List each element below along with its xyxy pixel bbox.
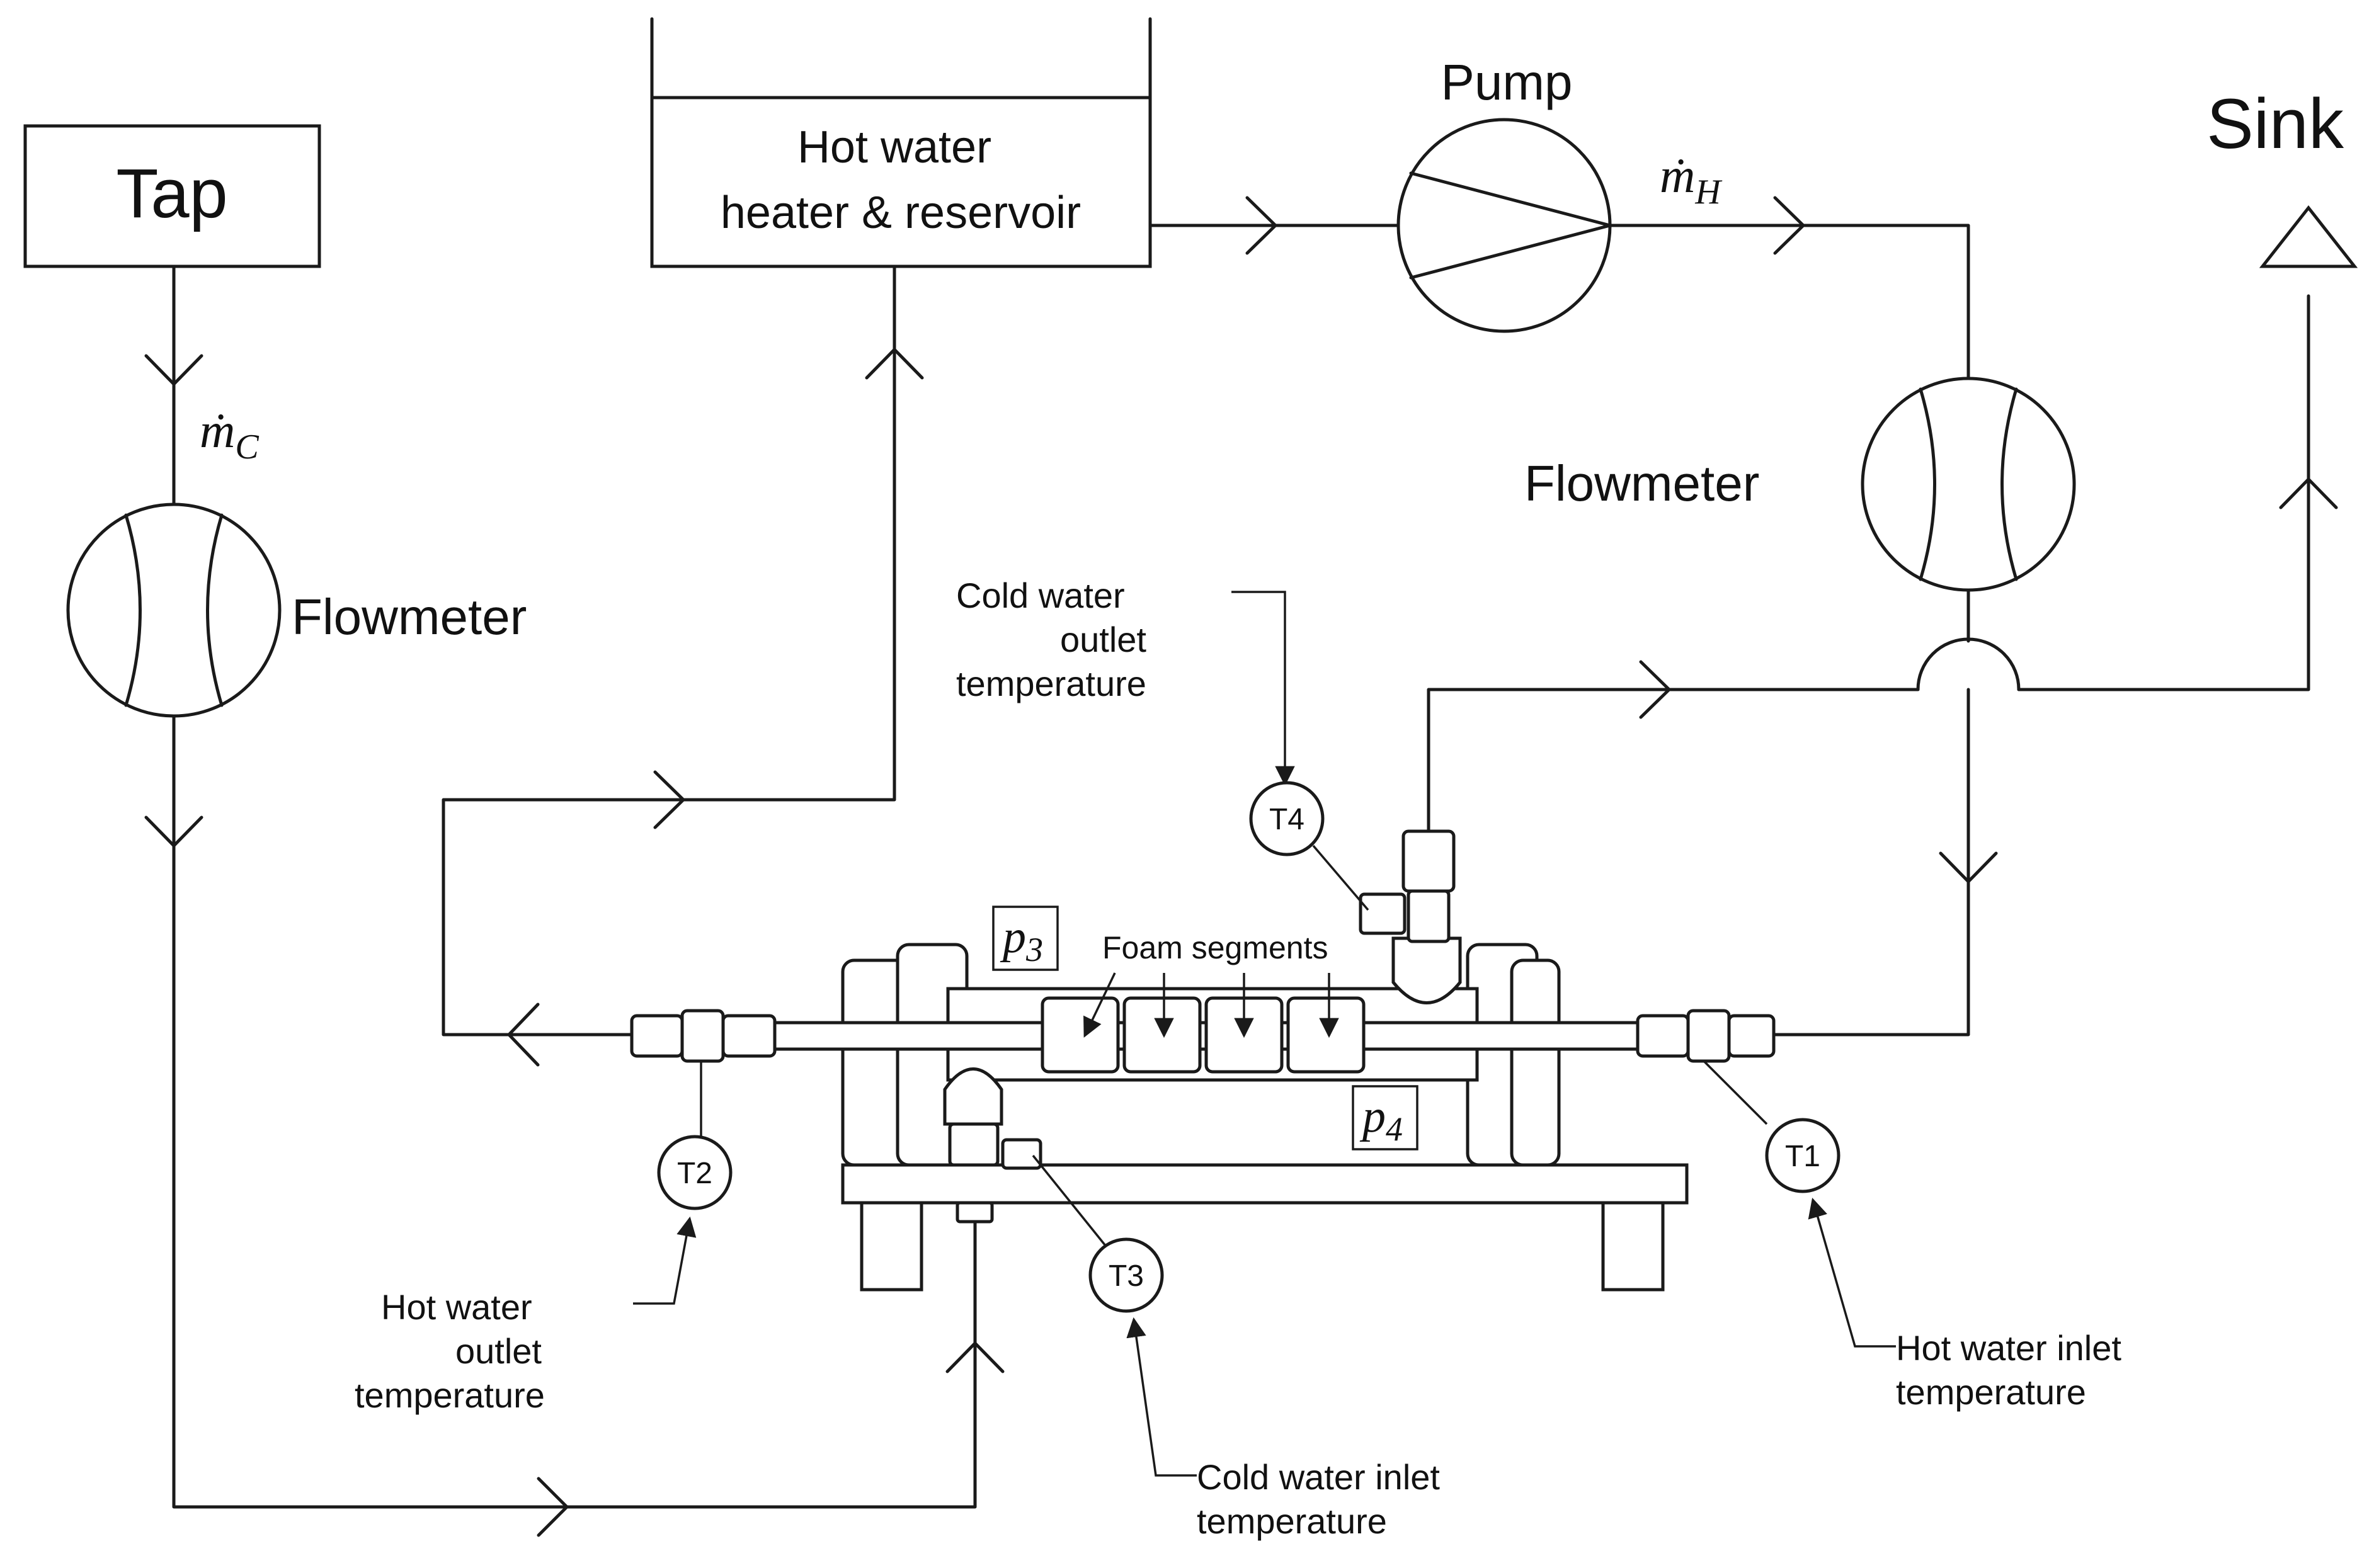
- sensor-t4: T4: [1249, 781, 1325, 856]
- mdot-c-label: ṁC: [200, 403, 259, 467]
- sensor-t2: T2: [657, 1135, 733, 1210]
- hot-inlet-pipe: [1772, 589, 1970, 1037]
- sensor-t3: T3: [1088, 1237, 1164, 1313]
- sink-label: Sink: [2206, 84, 2344, 163]
- cold-outlet-to-sink-pipe: [1427, 294, 2310, 833]
- cold-flowmeter-label: Flowmeter: [292, 589, 527, 645]
- svg-text:T3: T3: [1109, 1259, 1144, 1293]
- cold-flowmeter-icon: [66, 503, 282, 718]
- t2-leader: [633, 1216, 697, 1305]
- hot-flowmeter-icon: [1861, 377, 2076, 592]
- heater-label-line2: heater & reservoir: [721, 188, 1081, 238]
- hot-return-pipe: [442, 264, 896, 1037]
- tap-box: [23, 124, 321, 268]
- pump-icon: [1396, 118, 1612, 333]
- svg-text:T4: T4: [1269, 803, 1304, 836]
- mdot-h-label: ṁH: [1660, 148, 1722, 212]
- sensor-t1: T1: [1765, 1118, 1840, 1193]
- pipe-crossover: [1916, 637, 2021, 691]
- sink-icon: [2259, 205, 2358, 268]
- heater-label-line1: Hot water: [797, 122, 991, 173]
- t4-description: Cold water outlet temperature: [956, 576, 1156, 703]
- t1-leader: [1808, 1197, 1896, 1348]
- flow-direction-arrows: [144, 196, 2338, 1537]
- svg-text:T1: T1: [1785, 1140, 1820, 1173]
- heat-exchanger: [630, 829, 1776, 1292]
- t2-description: Hot water outlet temperature: [355, 1287, 552, 1415]
- pump-label: Pump: [1441, 54, 1573, 110]
- hot-flowmeter-label: Flowmeter: [1524, 455, 1759, 511]
- cold-supply-pipe-lower: [172, 715, 977, 1509]
- foam-segments-label: Foam segments: [1102, 930, 1328, 965]
- svg-text:T2: T2: [677, 1157, 712, 1190]
- t1-description: Hot water inlet temperature: [1896, 1328, 2131, 1412]
- foam-segment-pointers: [1083, 972, 1339, 1038]
- t3-leader: [1126, 1317, 1197, 1477]
- t3-description: Cold water inlet temperature: [1197, 1457, 1450, 1541]
- t4-leader: [1231, 591, 1295, 787]
- reservoir-walls: [650, 17, 1152, 99]
- tap-label: Tap: [116, 155, 227, 232]
- heater-reservoir-box: [650, 96, 1152, 268]
- p3-label: p3: [992, 906, 1059, 971]
- svg-text:p3: p3: [1000, 911, 1043, 969]
- p4-label: p4: [1352, 1085, 1418, 1150]
- pump-to-flowmeter-pipe: [1608, 224, 1970, 380]
- svg-text:p4: p4: [1359, 1091, 1403, 1148]
